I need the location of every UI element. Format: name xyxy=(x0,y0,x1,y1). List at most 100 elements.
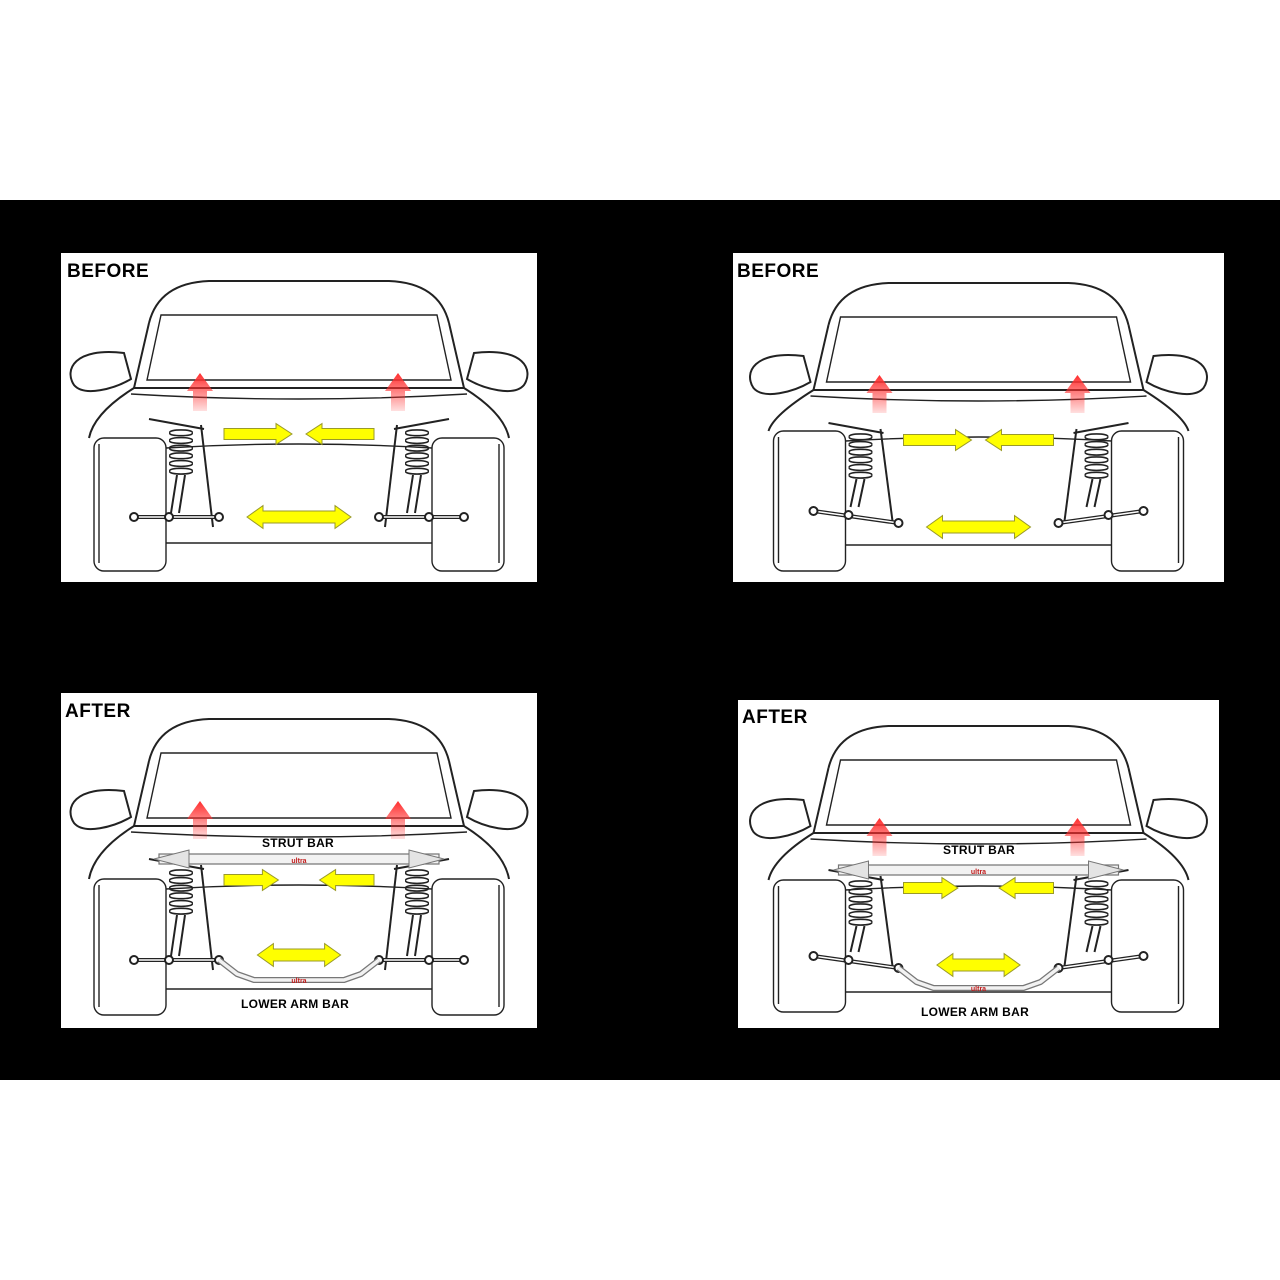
right-outer-bushing xyxy=(1138,506,1149,516)
panel-title: BEFORE xyxy=(67,261,150,282)
right-shock-absorber xyxy=(406,474,422,514)
left-mid-bushing xyxy=(164,512,174,522)
right-coil-spring xyxy=(1084,433,1109,479)
inward-force-arrow-left xyxy=(903,876,959,900)
right-strut-mount xyxy=(1073,422,1129,434)
lower-arm-bar-logo: ultra xyxy=(971,986,986,993)
right-shock-absorber xyxy=(406,914,422,957)
right-mirror xyxy=(465,789,529,830)
strut-bar-label: STRUT BAR xyxy=(942,843,1016,857)
panel-before-angled: BEFORE xyxy=(733,253,1224,582)
strut-bar-logo: ultra xyxy=(971,869,986,876)
left-lower-arm-core xyxy=(813,955,899,969)
left-mid-bushing xyxy=(843,955,854,965)
left-coil-spring xyxy=(848,433,873,479)
left-shock-absorber xyxy=(849,478,866,508)
hood-edge xyxy=(810,838,1147,845)
car-suspension-diagram xyxy=(749,282,1208,572)
right-frame-rod xyxy=(1063,428,1078,522)
windshield-outer xyxy=(132,322,466,389)
inward-force-arrow-left xyxy=(903,428,973,452)
lower-arm-bar-label: LOWER ARM BAR xyxy=(920,1005,1030,1019)
right-lower-arm-core xyxy=(1058,955,1144,969)
right-shock-absorber xyxy=(1085,478,1102,508)
right-inner-bushing xyxy=(374,512,384,522)
left-lift-arrow xyxy=(866,375,893,413)
right-coil-spring xyxy=(1084,880,1109,926)
strut-bar-ends xyxy=(833,860,1124,880)
car-suspension-diagram xyxy=(69,280,529,572)
windshield-outer xyxy=(812,767,1145,834)
windshield-glass xyxy=(825,316,1132,383)
left-tire xyxy=(93,878,167,1016)
right-shock-absorber xyxy=(1085,925,1102,953)
right-inner-bushing xyxy=(1053,518,1064,528)
windshield-glass xyxy=(146,752,452,819)
left-fender-line xyxy=(767,389,815,432)
lateral-force-arrow xyxy=(925,514,1032,540)
right-mid-bushing xyxy=(1103,955,1114,965)
lateral-force-arrow xyxy=(246,504,352,530)
inward-force-arrow-right xyxy=(305,422,375,446)
left-fender-line xyxy=(88,387,135,439)
body-crease xyxy=(845,436,1112,442)
left-inner-bushing xyxy=(214,512,224,522)
left-mirror xyxy=(69,351,133,392)
windshield-outer xyxy=(812,324,1145,391)
left-tire xyxy=(772,879,847,1013)
panel-before-level: BEFORE xyxy=(61,253,537,582)
inward-force-arrow-left xyxy=(223,422,293,446)
right-mid-bushing xyxy=(424,955,434,965)
strut-bar-logo: ultra xyxy=(291,858,306,865)
lower-arm-bar-label: LOWER ARM BAR xyxy=(240,997,350,1011)
left-frame-rod xyxy=(200,864,214,971)
right-strut-mount xyxy=(393,418,450,430)
left-coil-spring xyxy=(169,429,193,475)
right-lift-arrow xyxy=(385,373,411,411)
car-roof-outline xyxy=(827,725,1130,769)
left-mirror xyxy=(749,354,812,395)
right-outer-bushing xyxy=(459,955,469,965)
right-fender-line xyxy=(463,387,510,439)
left-outer-bushing xyxy=(808,951,819,961)
lower-arm-bar xyxy=(897,966,1060,990)
left-lift-arrow xyxy=(187,801,213,839)
left-mid-bushing xyxy=(164,955,174,965)
left-fender-line xyxy=(88,825,135,880)
inward-force-arrow-right xyxy=(998,876,1054,900)
lateral-force-arrow xyxy=(936,952,1021,978)
right-outer-bushing xyxy=(1138,951,1149,961)
left-tire xyxy=(772,430,847,572)
left-mirror xyxy=(69,789,133,830)
right-tire xyxy=(1110,430,1185,572)
right-outer-bushing xyxy=(459,512,469,522)
inward-force-arrow-right xyxy=(318,868,375,892)
right-lower-arm-core xyxy=(1058,510,1144,524)
inward-force-arrow-left xyxy=(223,868,280,892)
left-lower-arm-core xyxy=(813,510,899,524)
left-shock-absorber xyxy=(170,914,186,957)
left-outer-bushing xyxy=(129,955,139,965)
left-lift-arrow xyxy=(187,373,213,411)
left-outer-bushing xyxy=(808,506,819,516)
right-mirror xyxy=(465,351,529,392)
right-coil-spring xyxy=(405,869,429,915)
right-fender-line xyxy=(463,825,510,880)
strut-bar-label: STRUT BAR xyxy=(261,836,335,850)
left-strut-mount xyxy=(148,418,205,430)
car-roof-outline xyxy=(148,718,450,762)
right-tire xyxy=(431,437,505,572)
right-mirror xyxy=(1145,798,1208,839)
panel-title: AFTER xyxy=(65,701,131,722)
left-mid-bushing xyxy=(843,510,854,520)
left-inner-bushing xyxy=(893,518,904,528)
windshield-glass xyxy=(146,314,452,381)
car-roof-outline xyxy=(148,280,450,324)
inward-force-arrow-right xyxy=(984,428,1054,452)
left-coil-spring xyxy=(848,880,873,926)
windshield-glass xyxy=(825,759,1132,826)
right-tire xyxy=(431,878,505,1016)
